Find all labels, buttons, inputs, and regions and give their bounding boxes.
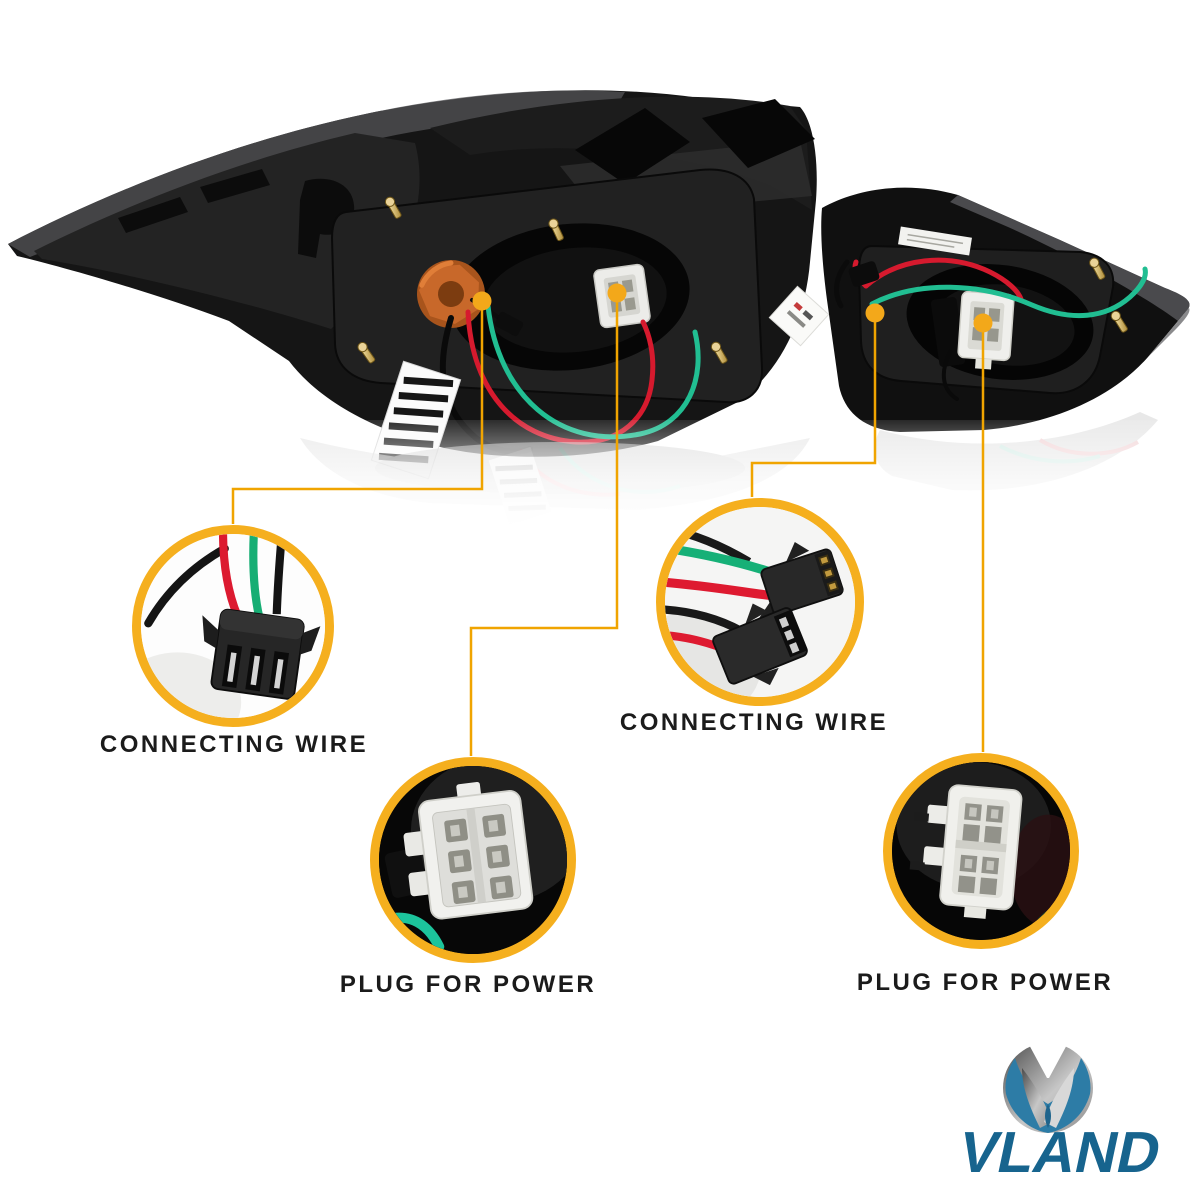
mount-keyhole <box>298 178 355 258</box>
sm-connector-female <box>712 603 808 686</box>
callout-lines <box>231 295 985 756</box>
callout-circle-connecting-wire-left <box>132 525 334 727</box>
vland-emblem-icon <box>1003 1038 1093 1133</box>
label-sticker <box>898 226 972 256</box>
power-plug-closeup-left <box>379 766 567 954</box>
callout-line-connecting-wire-left <box>231 303 484 524</box>
callout-line-connecting-wire-right <box>750 315 877 497</box>
white-power-plug <box>403 781 534 920</box>
sm-connector-male <box>758 541 844 621</box>
callout-label-connecting-wire-right: CONNECTING WIRE <box>619 709 889 736</box>
power-plug-closeup-right <box>892 762 1070 940</box>
vland-logo: VLAND <box>930 1030 1190 1195</box>
callout-label-plug-for-power-right: PLUG FOR POWER <box>856 969 1114 996</box>
wire-green <box>869 266 1148 319</box>
callout-label-connecting-wire-left: CONNECTING WIRE <box>99 731 369 758</box>
bulb-socket-orange <box>417 260 485 328</box>
white-power-plug <box>909 784 1023 919</box>
lens-edge-highlight <box>950 195 1190 321</box>
sm-connector-3pin <box>202 608 321 700</box>
callout-line-plug-for-power-left <box>469 295 619 756</box>
connecting-wire-closeup-right <box>665 507 855 697</box>
diamond-sticker <box>768 285 830 347</box>
left-tail-light <box>8 90 830 480</box>
callout-circle-plug-for-power-right <box>883 753 1079 949</box>
callout-circle-plug-for-power-left <box>370 757 576 963</box>
callout-label-plug-for-power-left: PLUG FOR POWER <box>339 971 597 998</box>
callout-circle-connecting-wire-right <box>656 498 864 706</box>
callout-dots <box>472 283 993 333</box>
brand-wordmark: VLAND <box>953 1120 1167 1185</box>
connecting-wire-closeup-left <box>141 534 325 718</box>
wire-red <box>863 257 1024 302</box>
